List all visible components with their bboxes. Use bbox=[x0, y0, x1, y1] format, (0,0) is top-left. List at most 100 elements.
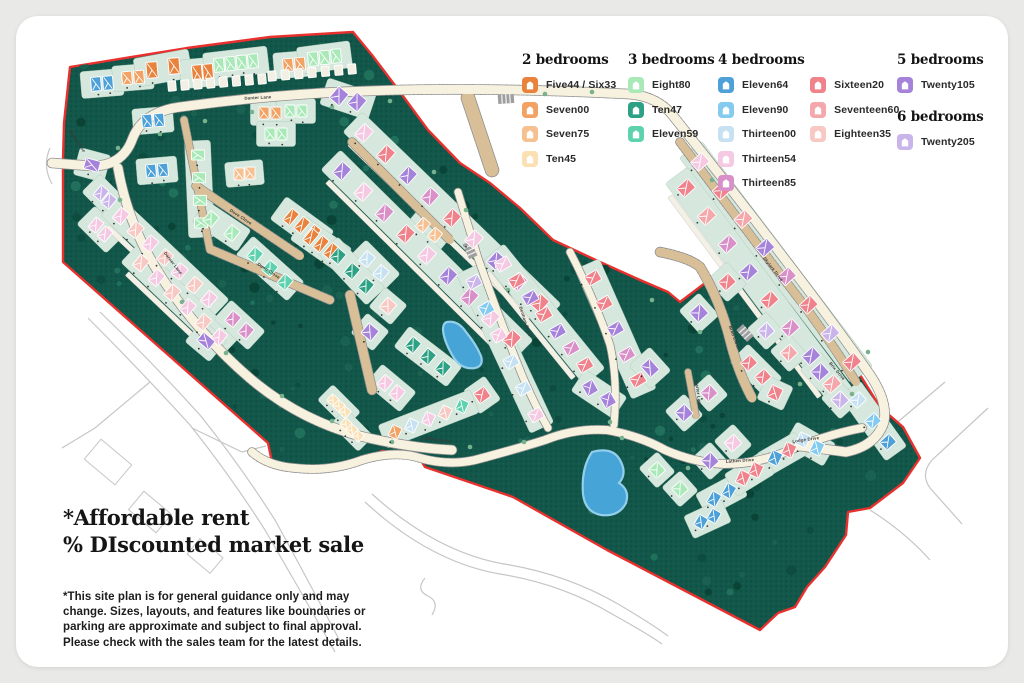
house bbox=[170, 262, 189, 281]
house bbox=[801, 346, 821, 366]
house bbox=[735, 469, 751, 487]
house bbox=[351, 429, 365, 443]
house bbox=[507, 272, 526, 290]
house bbox=[223, 224, 241, 242]
house bbox=[347, 91, 367, 113]
house bbox=[674, 403, 694, 423]
affordable-rent-note: *Affordable rent bbox=[63, 505, 250, 530]
house bbox=[767, 449, 783, 467]
house bbox=[780, 344, 798, 362]
house bbox=[849, 391, 867, 409]
house bbox=[473, 386, 491, 404]
house bbox=[307, 66, 317, 79]
house bbox=[700, 384, 718, 402]
house bbox=[415, 217, 431, 233]
house bbox=[83, 157, 101, 173]
house bbox=[202, 210, 220, 228]
house bbox=[194, 313, 213, 332]
house bbox=[809, 439, 825, 457]
house bbox=[233, 167, 245, 181]
key-notes: *Affordable rent % DIscounted market sal… bbox=[63, 505, 393, 651]
house bbox=[502, 329, 522, 349]
house bbox=[733, 209, 754, 229]
house bbox=[822, 374, 842, 394]
house bbox=[100, 192, 118, 210]
house bbox=[258, 106, 270, 120]
house bbox=[465, 273, 483, 291]
house bbox=[419, 347, 437, 366]
house bbox=[96, 225, 114, 243]
house bbox=[795, 431, 811, 449]
house bbox=[777, 266, 797, 286]
house bbox=[163, 283, 182, 302]
house bbox=[388, 384, 406, 402]
house bbox=[706, 490, 722, 508]
house bbox=[521, 289, 540, 307]
house bbox=[353, 182, 373, 202]
street-label: Lathen Drive bbox=[422, 435, 451, 444]
house bbox=[244, 166, 256, 180]
house bbox=[312, 235, 330, 253]
house bbox=[438, 266, 458, 286]
house bbox=[302, 228, 320, 246]
house bbox=[282, 208, 300, 226]
house bbox=[535, 306, 553, 323]
house bbox=[781, 441, 797, 459]
house bbox=[231, 75, 242, 87]
house bbox=[121, 70, 133, 86]
house bbox=[420, 187, 440, 207]
house bbox=[766, 384, 784, 402]
house bbox=[690, 152, 710, 172]
house bbox=[90, 76, 102, 92]
house bbox=[141, 113, 153, 129]
house bbox=[235, 54, 248, 71]
house bbox=[147, 268, 166, 287]
house bbox=[830, 390, 850, 410]
house bbox=[697, 206, 717, 226]
house bbox=[757, 322, 775, 340]
house bbox=[87, 216, 105, 234]
house bbox=[387, 424, 403, 440]
house bbox=[442, 208, 462, 228]
house bbox=[437, 404, 453, 421]
house bbox=[320, 65, 331, 78]
house bbox=[706, 508, 722, 524]
house bbox=[141, 234, 160, 253]
house bbox=[738, 262, 759, 282]
house bbox=[196, 331, 216, 351]
house bbox=[218, 76, 229, 88]
house bbox=[427, 227, 443, 243]
house bbox=[237, 322, 255, 340]
house bbox=[404, 417, 420, 434]
house bbox=[360, 322, 380, 342]
house bbox=[454, 398, 470, 414]
house bbox=[329, 247, 347, 265]
house bbox=[180, 79, 190, 91]
house bbox=[584, 269, 602, 287]
house bbox=[261, 259, 279, 278]
house bbox=[354, 123, 374, 143]
house bbox=[167, 80, 177, 92]
house bbox=[717, 272, 737, 292]
house bbox=[648, 461, 666, 479]
house bbox=[879, 433, 897, 451]
house bbox=[374, 203, 395, 223]
street-label: Lodge Drive bbox=[792, 435, 820, 444]
house bbox=[192, 172, 206, 184]
house bbox=[477, 300, 495, 317]
house bbox=[798, 295, 819, 315]
house bbox=[721, 482, 737, 500]
house bbox=[421, 411, 436, 427]
house bbox=[244, 74, 254, 86]
house bbox=[671, 480, 689, 498]
house bbox=[490, 327, 508, 344]
house bbox=[276, 127, 288, 141]
house bbox=[581, 379, 599, 397]
house bbox=[759, 290, 780, 310]
house bbox=[293, 216, 311, 234]
house bbox=[126, 220, 145, 239]
house bbox=[102, 75, 114, 91]
house bbox=[748, 461, 764, 479]
house bbox=[595, 295, 614, 312]
